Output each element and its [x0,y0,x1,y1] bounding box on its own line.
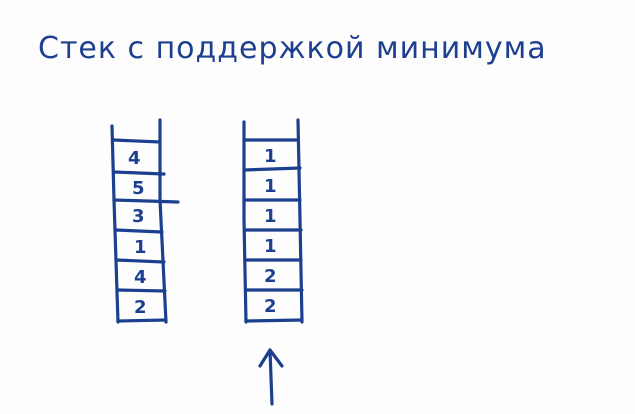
minimum-stack-bottom [244,318,304,323]
values-stack-bottom [116,318,168,323]
minimum-stack-cell: 1 [264,236,277,257]
minimum-stack-cell: 1 [264,206,277,227]
minimum-stack-cell: 2 [264,296,277,317]
minimum-stack-right-wall [296,118,304,324]
values-stack-cell: 4 [128,148,141,169]
minimum-stack-left-wall [242,120,248,324]
values-stack-divider [116,288,167,293]
minimum-stack-cell: 1 [264,146,277,167]
values-stack-left-wall [110,124,120,324]
values-stack-divider [112,198,180,204]
minimum-stack-cell: 1 [264,176,277,197]
values-stack-cell: 5 [132,178,145,199]
values-stack-divider [114,258,166,264]
diagram-title: Стек с поддержкой минимума [38,31,547,66]
arrow-up-icon [258,348,284,406]
minimum-stack: 1 1 1 1 2 2 [242,118,304,324]
values-stack-cell: 4 [134,267,147,288]
values-stack: 4 5 3 1 4 2 [110,118,180,324]
values-stack-divider [114,228,164,234]
values-stack-cell: 3 [132,206,145,227]
values-stack-divider [112,170,166,176]
minimum-stack-cell: 2 [264,266,277,287]
values-stack-cell: 2 [134,297,147,318]
values-stack-top-divider [112,138,162,144]
values-stack-cell: 1 [134,237,147,258]
minimum-stack-divider [242,166,302,172]
